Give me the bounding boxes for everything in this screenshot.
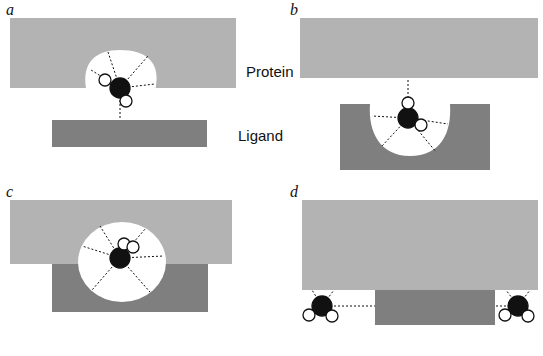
protein-block <box>300 18 538 78</box>
protein-block <box>302 200 538 290</box>
ligand-block <box>375 290 495 325</box>
panel-letter: c <box>6 184 13 200</box>
water-molecules <box>99 74 534 322</box>
panel-letter: b <box>290 2 298 18</box>
cavity <box>85 50 156 110</box>
hydrogen-bonds <box>82 52 530 306</box>
ligand-block <box>52 120 207 147</box>
cavity <box>370 94 450 156</box>
panel-letter: a <box>6 2 14 18</box>
cavity <box>78 222 166 302</box>
panel-letter: d <box>290 184 298 200</box>
part-label: Ligand <box>238 128 283 143</box>
part-label: Protein <box>246 64 294 79</box>
